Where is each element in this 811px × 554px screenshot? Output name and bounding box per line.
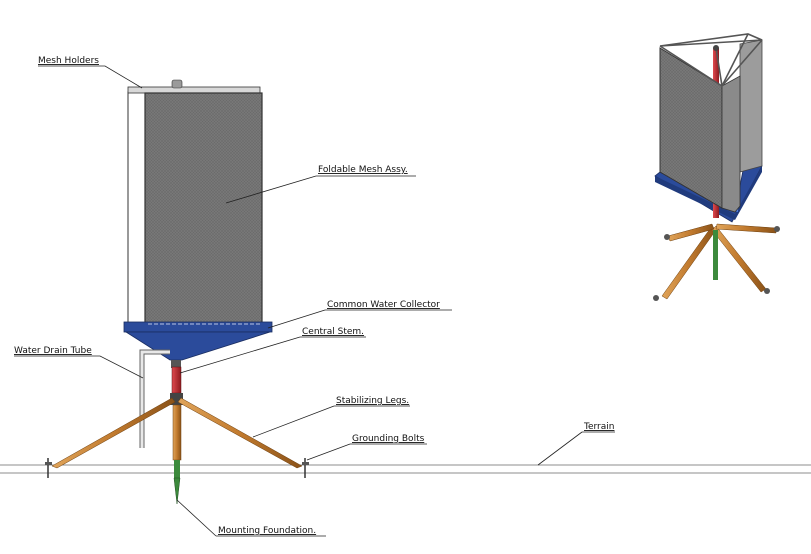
- top-cap: [171, 79, 183, 89]
- label-stabilizing-legs: Stabilizing Legs.: [336, 396, 409, 406]
- central-stem-lower: [172, 404, 182, 461]
- leader-mesh-holders: [38, 65, 143, 89]
- leader-water-drain-tube: [14, 355, 144, 379]
- iso-foundation: [713, 230, 718, 280]
- iso-fog-collector: [653, 33, 780, 301]
- leader-common-water-collector: [267, 309, 452, 329]
- grounding-bolt-left: [45, 458, 52, 478]
- foldable-mesh-panel: [144, 92, 263, 328]
- central-stem-upper: [171, 366, 182, 394]
- label-water-drain-tube: Water Drain Tube: [14, 346, 92, 356]
- iso-leg-back-right: [715, 223, 777, 234]
- iso-panel-back: [739, 39, 763, 173]
- terrain-surface: [0, 464, 811, 474]
- leader-stabilizing-legs: [252, 405, 410, 438]
- label-common-water-collector: Common Water Collector: [327, 300, 440, 310]
- stem-coupler: [171, 360, 181, 368]
- iso-bolts: [653, 226, 780, 301]
- iso-panel-right: [721, 75, 741, 213]
- leader-grounding-bolts: [306, 443, 427, 461]
- leader-mounting-foundation: [176, 499, 326, 537]
- label-grounding-bolts: Grounding Bolts: [352, 434, 425, 444]
- stabilizing-leg-left: [51, 397, 176, 469]
- grounding-bolt-right: [302, 458, 309, 478]
- water-collector-funnel: [124, 331, 271, 361]
- mounting-foundation-shaft: [174, 460, 180, 478]
- label-mesh-holders: Mesh Holders: [38, 56, 99, 66]
- mounting-foundation-tip: [173, 477, 181, 505]
- iso-top-hub: [713, 45, 719, 51]
- leader-foldable-mesh: [225, 175, 416, 204]
- iso-leg-front-right: [711, 225, 767, 293]
- leader-central-stem: [179, 336, 366, 374]
- mesh-holder-top-bar: [127, 86, 261, 94]
- stabilizing-leg-right: [177, 397, 303, 469]
- label-foldable-mesh: Foldable Mesh Assy.: [318, 165, 408, 175]
- label-mounting-foundation: Mounting Foundation.: [218, 526, 316, 536]
- water-drain-tube: [139, 349, 170, 448]
- main-fog-collector: [45, 79, 309, 505]
- labels: Mesh Holders Foldable Mesh Assy. Common …: [14, 56, 614, 536]
- label-central-stem: Central Stem.: [302, 327, 364, 337]
- leader-terrain: [537, 431, 615, 466]
- leader-lines: [14, 65, 615, 537]
- iso-leg-back-left: [667, 223, 715, 242]
- iso-top-truss: [659, 33, 763, 88]
- label-terrain: Terrain: [583, 422, 614, 432]
